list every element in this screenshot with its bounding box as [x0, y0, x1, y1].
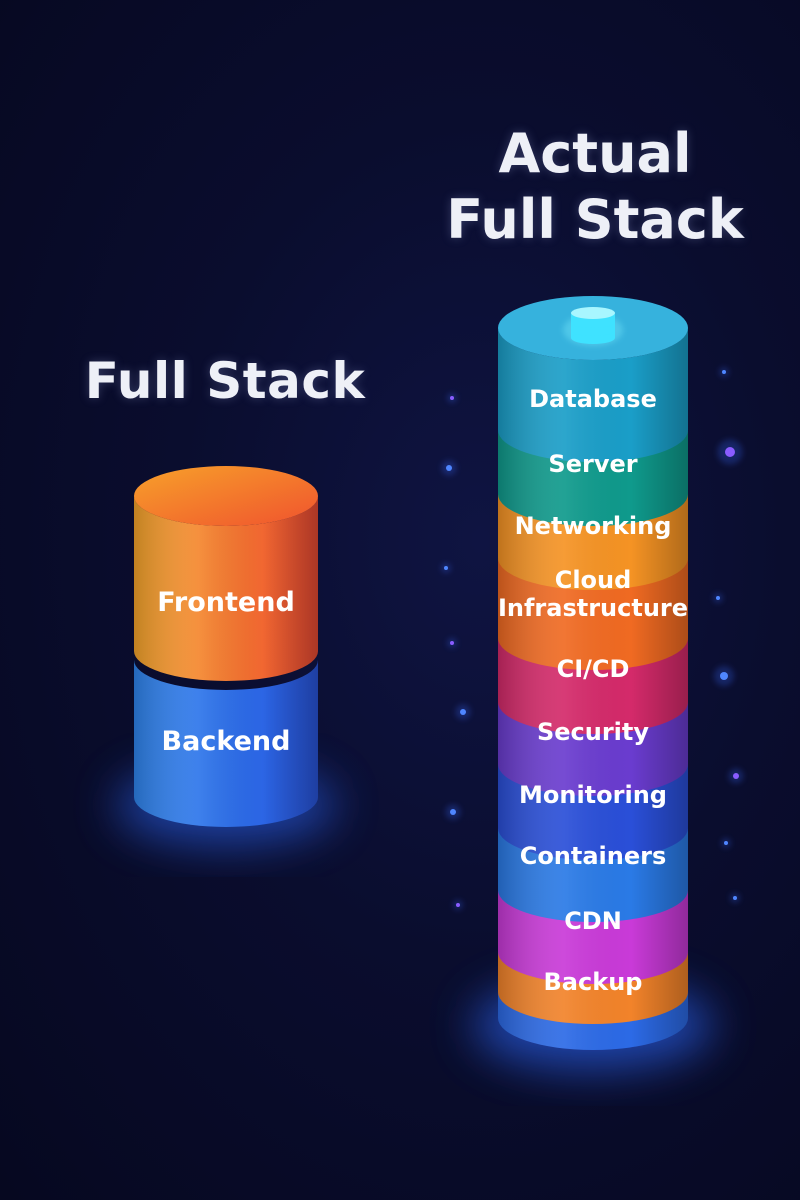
backend-label: Backend: [162, 726, 291, 757]
particle: [450, 396, 454, 400]
layer-label-cloud-infrastructure-line2: Infrastructure: [498, 594, 688, 622]
layer-backup-shading: [498, 950, 688, 1024]
backend-layer-shading: [134, 660, 318, 827]
icon-disk-top: [571, 307, 615, 319]
layer-label-cloud-infrastructure-line1: Cloud: [555, 566, 632, 594]
layer-security-shading: [498, 700, 688, 796]
frontend-layer-shading: [134, 496, 318, 681]
particle: [733, 773, 739, 779]
layer-cdn-shading: [498, 888, 688, 984]
database-icon: [563, 307, 623, 346]
layer-monitoring-shading: [498, 762, 688, 860]
particle: [460, 709, 466, 715]
particle: [450, 641, 454, 645]
layer-label-monitoring: Monitoring: [519, 781, 667, 809]
particle: [446, 465, 452, 471]
layer-label-server: Server: [548, 450, 637, 478]
layer-label-security: Security: [537, 718, 649, 746]
layer-label-ci-cd: CI/CD: [557, 655, 630, 683]
particle: [456, 903, 460, 907]
layer-label-networking: Networking: [515, 512, 672, 540]
layer-label-cdn: CDN: [564, 907, 622, 935]
particle: [724, 841, 728, 845]
layer-label-database: Database: [529, 385, 657, 413]
actual-full-stack-title-line1: Actual: [498, 122, 692, 185]
full-stack-title: Full Stack: [84, 352, 366, 410]
layer-database-shading: [498, 328, 688, 462]
particle: [725, 447, 735, 457]
actual-full-stack-title-line2: Full Stack: [446, 188, 744, 251]
frontend-label: Frontend: [157, 587, 295, 618]
layer-ci-cd-shading: [498, 636, 688, 734]
layer-label-backup: Backup: [544, 968, 643, 996]
glow-particles: [441, 367, 744, 910]
layer-server-shading: [498, 428, 688, 526]
particle: [450, 809, 456, 815]
frontend-top: [134, 466, 318, 526]
particle: [444, 566, 448, 570]
particle: [733, 896, 737, 900]
base-layer-shading: [498, 990, 688, 1050]
layer-networking-shading: [498, 492, 688, 590]
particle: [720, 672, 728, 680]
layer-containers-shading: [498, 826, 688, 922]
actual-full-stack-cylinder: DatabaseServerNetworkingCloudInfrastruct…: [473, 296, 713, 1070]
particle: [722, 370, 726, 374]
layer-label-containers: Containers: [520, 842, 667, 870]
icon-disk-bottom: [571, 316, 615, 328]
particle: [716, 596, 720, 600]
